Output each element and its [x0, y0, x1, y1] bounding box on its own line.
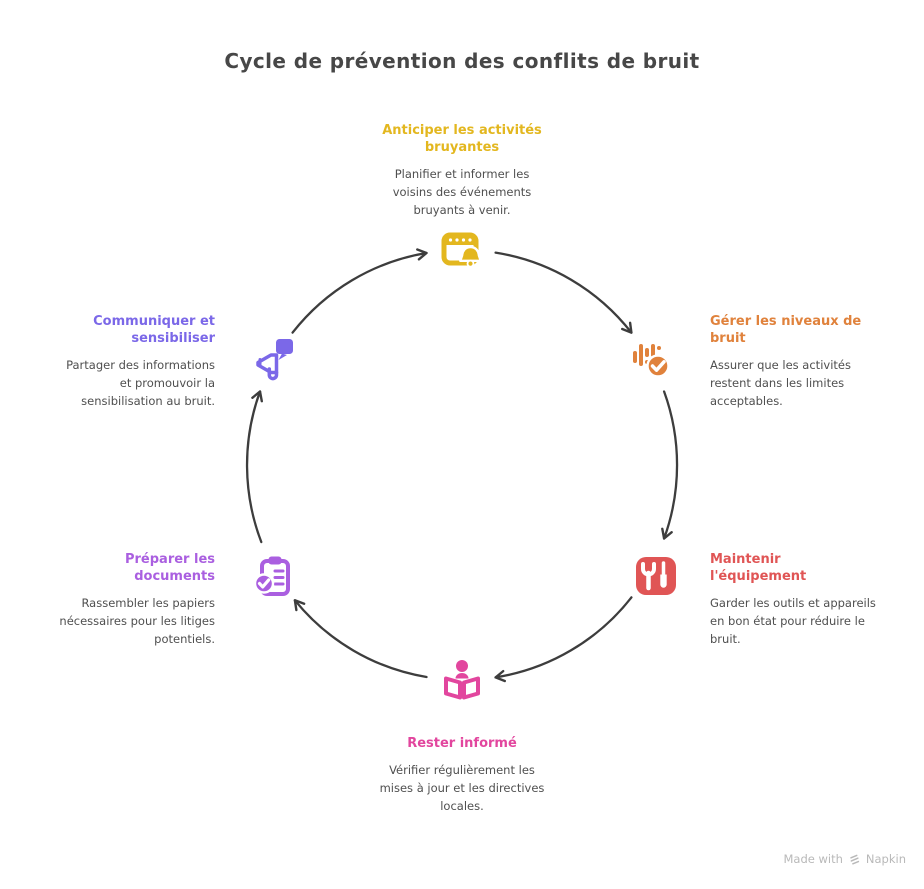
made-with-napkin: Made with Napkin [784, 852, 907, 866]
sound-levels-check-icon [627, 336, 675, 388]
arrow-communiquer-to-anticiper [291, 248, 428, 334]
step-title: Rester informé [407, 736, 517, 751]
step-title: Communiquer et sensibiliser [93, 314, 215, 347]
step-title: Préparer les documents [124, 552, 215, 585]
step-description: Vérifier régulièrement les mises à jour … [379, 763, 545, 813]
page-title: Cycle de prévention des conflits de brui… [224, 49, 700, 73]
person-reading-icon [438, 657, 486, 709]
napkin-logo-icon [850, 854, 860, 865]
step-description: Partager des informations et promouvoir … [66, 358, 215, 408]
calendar-bell-icon [437, 226, 485, 278]
made-with-label: Made with [783, 852, 843, 866]
step-description: Planifier et informer les voisins des év… [392, 167, 532, 217]
step-title: Gérer les niveaux de bruit [710, 314, 862, 347]
step-description: Garder les outils et appareils en bon ét… [710, 596, 876, 646]
arrow-preparer-to-communiquer [245, 390, 263, 544]
napkin-brand-label: Napkin [865, 852, 906, 866]
megaphone-speech-icon [251, 336, 299, 388]
arrow-gerer-to-maintenir [661, 390, 679, 540]
step-description: Assurer que les activités restent dans l… [710, 358, 851, 408]
arrow-anticiper-to-gerer [494, 251, 633, 334]
step-title: Maintenir l'équipement [710, 552, 807, 585]
arrow-maintenir-to-rester [494, 596, 633, 683]
clipboard-check-icon [249, 552, 297, 604]
tools-icon [632, 552, 680, 604]
arrow-rester-to-preparer [293, 599, 428, 679]
step-description: Rassembler les papiers nécessaires pour … [59, 596, 215, 646]
step-title: Anticiper les activités bruyantes [382, 123, 542, 156]
